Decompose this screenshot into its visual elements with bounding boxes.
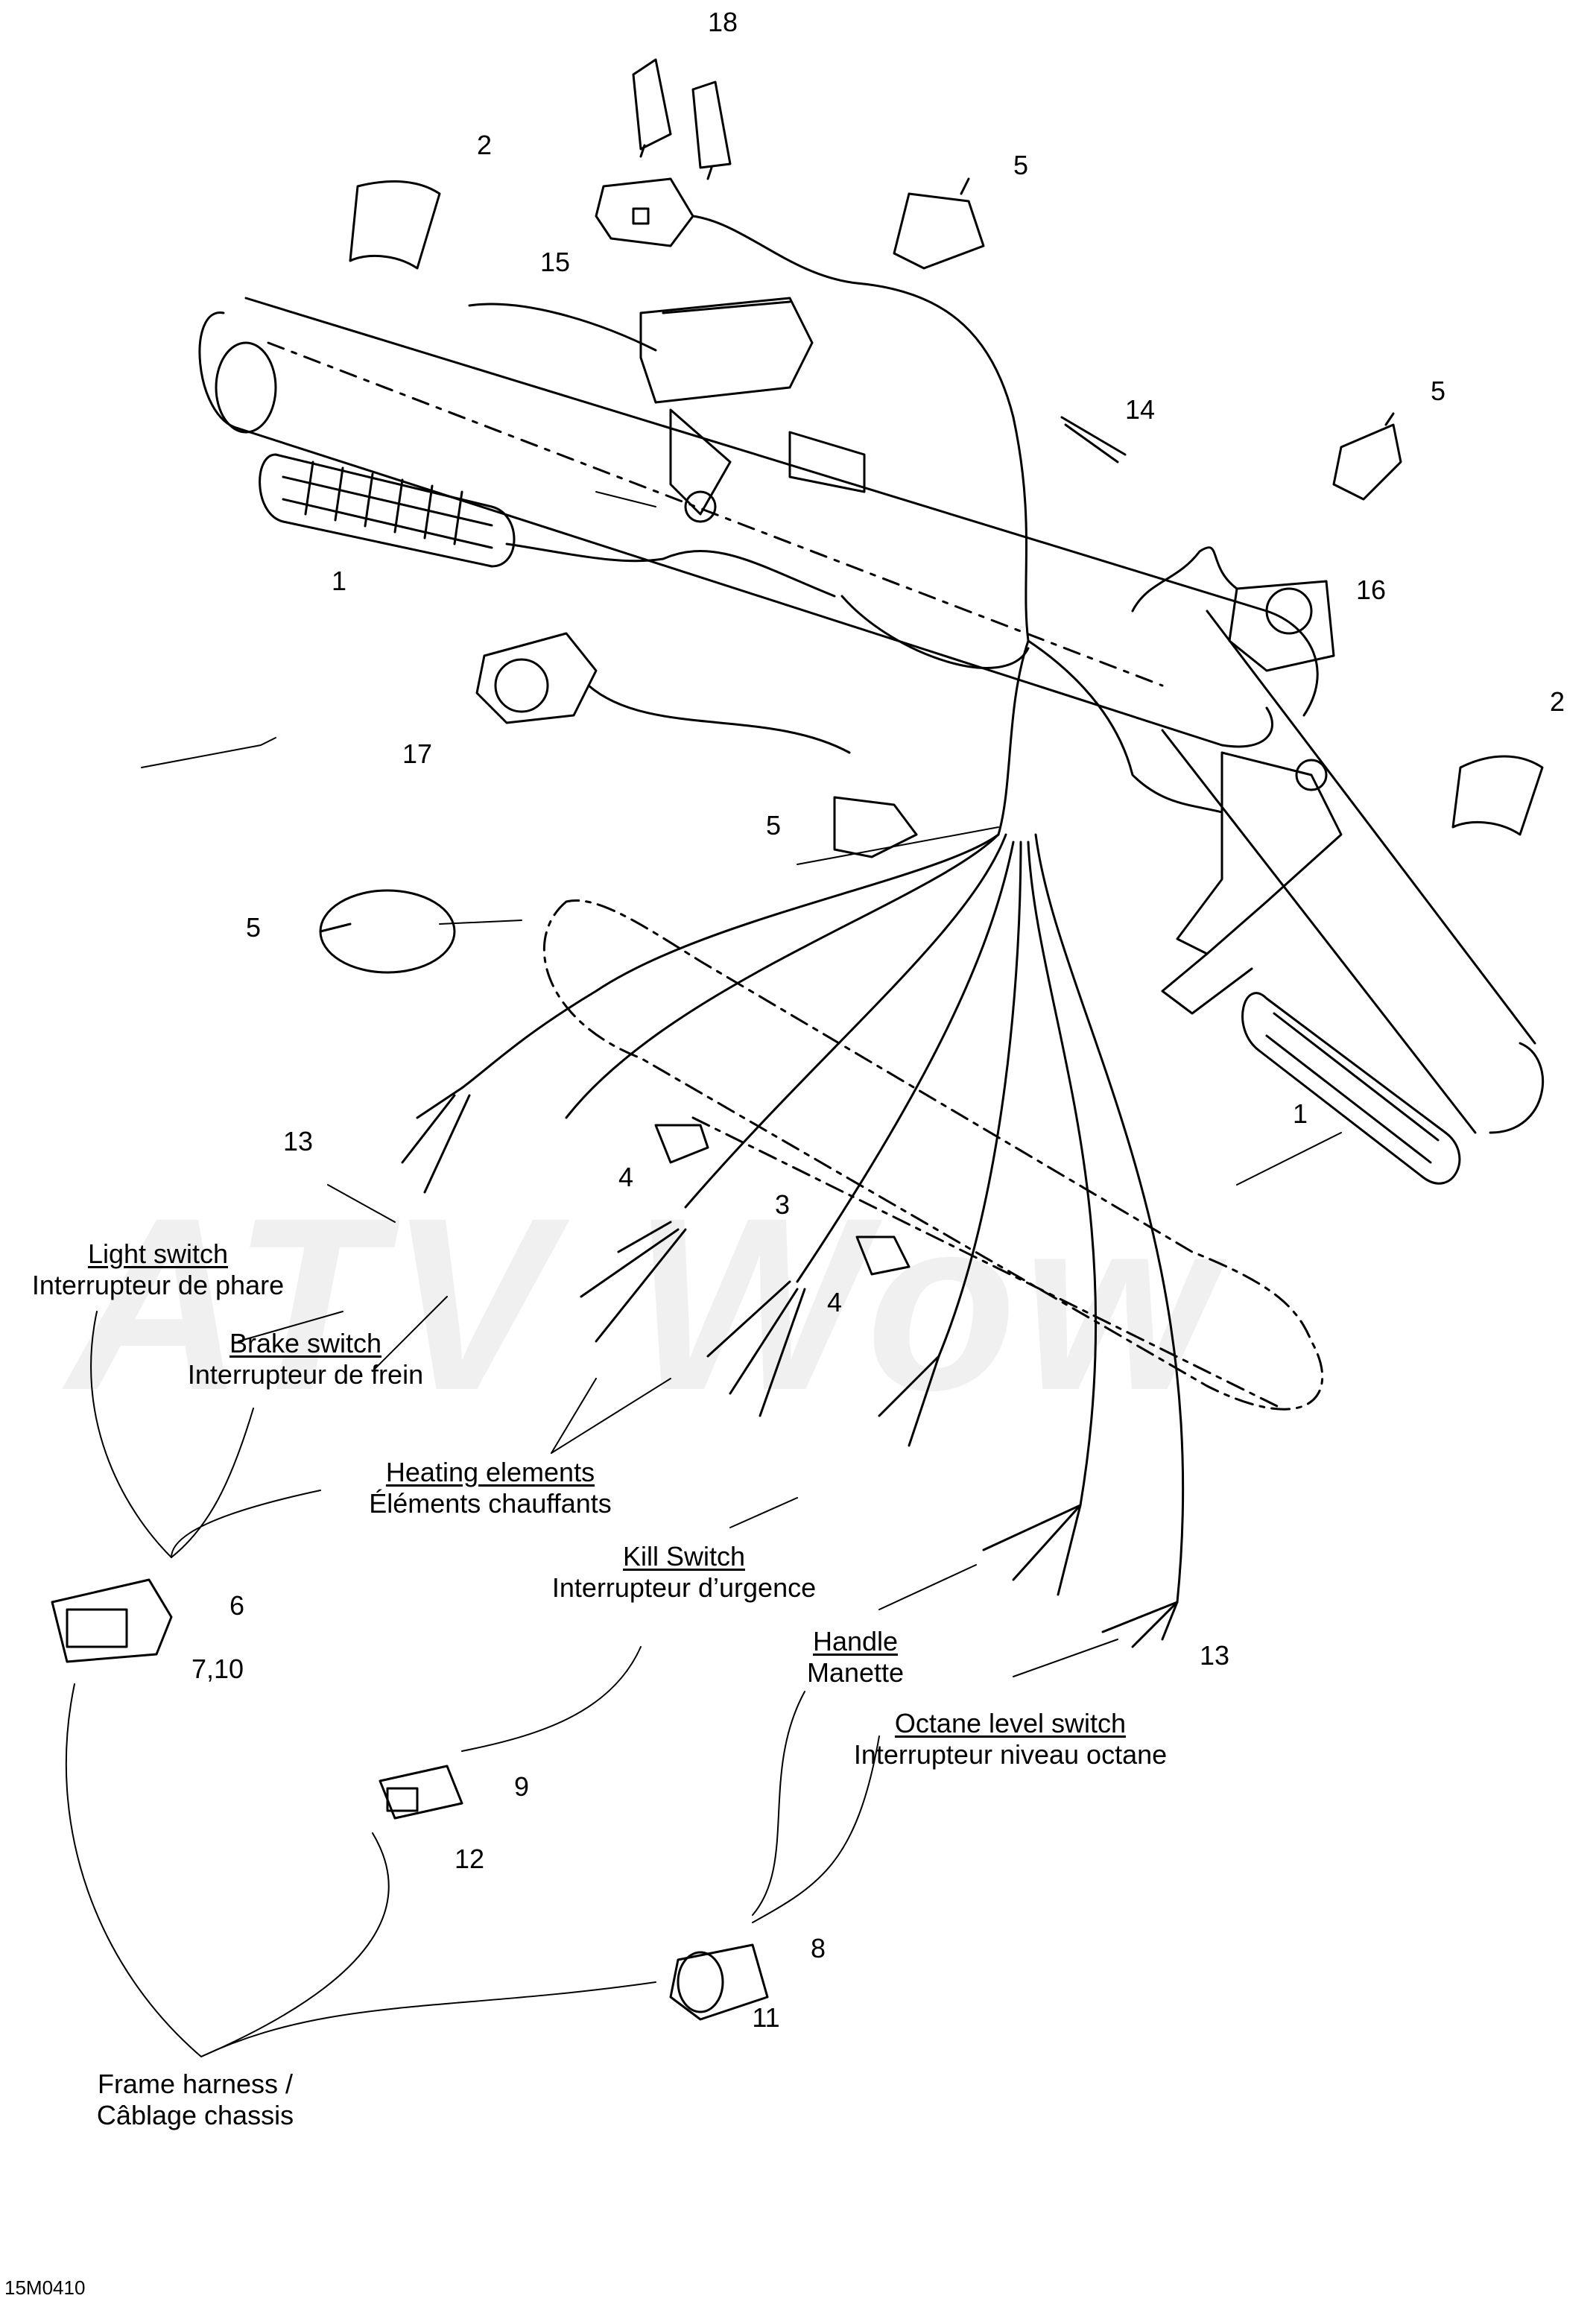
tie-5c <box>833 796 918 858</box>
callout-16: 16 <box>1355 575 1387 605</box>
caption-frame-harness: Frame harness / Câblage chassis <box>97 2069 294 2131</box>
caption-fr: Interrupteur d’urgence <box>551 1572 817 1603</box>
callout-12: 12 <box>454 1844 485 1874</box>
caption-light-switch: Light switch Interrupteur de phare <box>32 1238 284 1301</box>
leaders <box>141 491 1342 1677</box>
callout-1-right: 1 <box>1292 1098 1308 1129</box>
connector-9 <box>379 1765 463 1820</box>
tie-5a <box>893 177 985 270</box>
callout-9: 9 <box>513 1771 530 1802</box>
clamp-18b <box>691 80 732 180</box>
wire-harness <box>401 595 1223 1648</box>
caption-en: Octane level switch <box>894 1708 1127 1738</box>
callout-13-right: 13 <box>1199 1640 1230 1671</box>
caption-handle: Handle Manette <box>807 1626 904 1689</box>
handlebar <box>198 297 1544 1134</box>
callout-11: 11 <box>752 2002 780 2033</box>
connector-6 <box>51 1578 173 1663</box>
left-heated-grip <box>259 453 836 598</box>
callout-2-right: 2 <box>1549 686 1565 717</box>
caption-en: Handle <box>812 1626 899 1656</box>
callout-2-top: 2 <box>476 130 493 160</box>
callout-17: 17 <box>402 738 433 769</box>
flow-arrows <box>65 1311 880 2057</box>
watermark: ATV Wow <box>67 1166 1220 1441</box>
callout-5-top: 5 <box>1013 150 1029 180</box>
switch-16 <box>1131 546 1335 672</box>
callout-13-left: 13 <box>282 1126 314 1156</box>
callout-14: 14 <box>1124 394 1156 425</box>
caption-en: Heating elements <box>385 1457 595 1487</box>
caption-en: Light switch <box>87 1238 229 1269</box>
callout-7-10: 7,10 <box>191 1654 244 1684</box>
switch-15 <box>595 177 1030 642</box>
callout-15: 15 <box>539 247 571 277</box>
tie-5d <box>319 889 456 974</box>
tie-5b <box>1332 412 1402 501</box>
switch-17 <box>475 632 851 754</box>
throttle-housing <box>1161 751 1343 1015</box>
caption-kill-switch: Kill Switch Interrupteur d’urgence <box>552 1541 816 1604</box>
clamp-18a <box>632 58 672 158</box>
tape-2b <box>1451 755 1544 836</box>
caption-brake-switch: Brake switch Interrupteur de frein <box>188 1328 423 1390</box>
brake-master-cylinder <box>468 297 866 523</box>
caption-en: Kill Switch <box>622 1541 746 1572</box>
callout-8: 8 <box>810 1933 826 1964</box>
clip-4a <box>654 1124 709 1164</box>
connector-8 <box>669 1943 769 2021</box>
caption-fr: Manette <box>806 1657 905 1688</box>
callout-5-mid: 5 <box>765 810 782 841</box>
callout-5-right: 5 <box>1430 376 1446 406</box>
clip-4b <box>855 1235 911 1276</box>
callout-5-left: 5 <box>245 912 262 943</box>
callout-1-left: 1 <box>331 566 347 596</box>
callout-18: 18 <box>707 7 738 37</box>
caption-heating-elements: Heating elements Éléments chauffants <box>369 1457 612 1519</box>
callout-6: 6 <box>229 1590 245 1621</box>
callout-4-bottom: 4 <box>826 1287 843 1317</box>
callout-3: 3 <box>774 1189 791 1220</box>
right-heated-grip <box>1241 992 1461 1185</box>
caption-octane-level-switch: Octane level switch Interrupteur niveau … <box>854 1708 1167 1771</box>
caption-fr: Interrupteur de frein <box>187 1359 424 1390</box>
caption-fr: Interrupteur de phare <box>31 1270 285 1300</box>
caption-fr: Câblage chassis <box>96 2100 294 2130</box>
tape-2a <box>349 180 441 270</box>
pin-14 <box>1060 416 1127 463</box>
caption-en: Frame harness / <box>97 2069 294 2099</box>
caption-fr: Interrupteur niveau octane <box>853 1739 1168 1770</box>
diagram-code: 15M0410 <box>4 2276 86 2299</box>
caption-en: Brake switch <box>229 1328 382 1358</box>
caption-fr: Éléments chauffants <box>369 1488 612 1519</box>
callout-4-top: 4 <box>618 1162 634 1192</box>
